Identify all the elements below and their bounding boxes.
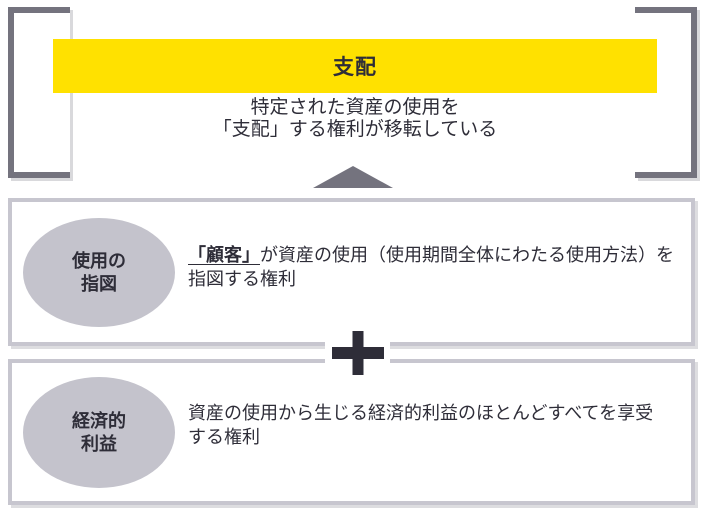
left-bracket-decoration bbox=[8, 7, 70, 178]
criteria-text-line-2: 指図する権利 bbox=[188, 269, 296, 289]
emphasized-term: 「顧客」 bbox=[188, 245, 260, 265]
criteria-text-economic-benefit: 資産の使用から生じる経済的利益のほとんどすべてを享受 する権利 bbox=[188, 401, 694, 449]
criteria-text-rest: が資産の使用（使用期間全体にわたる使用方法）を bbox=[260, 245, 674, 265]
plus-icon bbox=[325, 330, 390, 375]
criteria-text-line-1: 資産の使用から生じる経済的利益のほとんどすべてを享受 bbox=[188, 403, 654, 423]
subtitle-line-1: 特定された資産の使用を bbox=[250, 97, 460, 118]
badge-label-line-1: 使用の bbox=[72, 250, 126, 271]
right-bracket-decoration bbox=[635, 7, 697, 178]
page-title: 支配 bbox=[333, 56, 377, 79]
criteria-text-line-2: する権利 bbox=[188, 427, 260, 447]
badge-use-direction: 使用の 指図 bbox=[23, 218, 175, 327]
subtitle-line-2: 「支配」する権利が移転している bbox=[212, 119, 498, 140]
header-subtitle: 特定された資産の使用を 「支配」する権利が移転している bbox=[53, 97, 657, 141]
up-arrow-icon bbox=[313, 166, 393, 188]
badge-label-line-1: 経済的 bbox=[72, 410, 126, 431]
criteria-text-line-1: 「顧客」が資産の使用（使用期間全体にわたる使用方法）を bbox=[188, 243, 694, 267]
badge-economic-benefit: 経済的 利益 bbox=[23, 377, 175, 488]
badge-label-line-2: 利益 bbox=[81, 433, 117, 454]
header-banner: 支配 bbox=[53, 39, 657, 93]
badge-label-line-2: 指図 bbox=[81, 273, 117, 294]
criteria-text-use-direction: 「顧客」が資産の使用（使用期間全体にわたる使用方法）を 指図する権利 bbox=[188, 243, 694, 291]
